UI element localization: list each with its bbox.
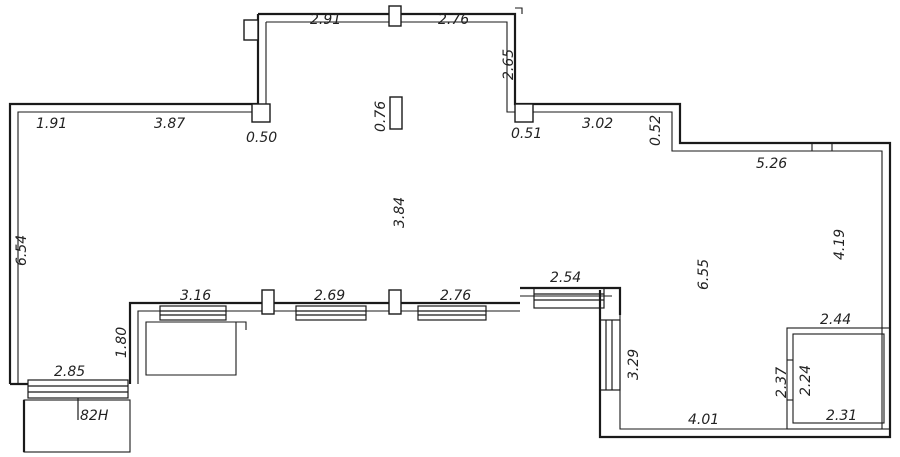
dimension-labels: 2.91 2.76 2.65 0.76 1.91 3.87 0.50 0.51 … xyxy=(14,12,857,428)
dim-closet-width-top: 2.44 xyxy=(820,312,851,328)
column-window-a xyxy=(261,289,275,315)
dim-top-left: 2.91 xyxy=(310,12,341,28)
dim-window-a: 3.16 xyxy=(180,288,211,304)
dim-top-right: 2.76 xyxy=(438,12,469,28)
dim-pillar-right: 0.51 xyxy=(511,126,542,142)
dim-window-b: 2.69 xyxy=(314,288,345,304)
dim-right-room-height: 6.55 xyxy=(696,259,712,290)
dim-bottom-wall: 4.01 xyxy=(688,412,719,428)
dim-window-vertical: 3.29 xyxy=(626,349,642,380)
dim-center-small: 0.76 xyxy=(373,101,389,132)
dim-closet-width-bottom: 2.31 xyxy=(826,408,857,424)
dim-closet-height-b: 2.24 xyxy=(798,365,814,396)
inner-niche xyxy=(145,321,247,376)
column-top-center xyxy=(388,5,402,27)
dim-left-top-b: 3.87 xyxy=(154,116,185,132)
dim-left-height: 6.54 xyxy=(14,235,30,266)
closet xyxy=(786,327,891,430)
dim-window-d: 2.54 xyxy=(550,270,581,286)
dim-closet-height-a: 2.37 xyxy=(774,367,790,398)
column-window-b xyxy=(388,289,402,315)
dim-pillar-left: 0.50 xyxy=(246,130,277,146)
dim-top-right-vertical: 2.65 xyxy=(501,49,517,80)
dim-main-height: 3.84 xyxy=(392,197,408,228)
outer-walls xyxy=(8,7,892,453)
windows xyxy=(27,287,621,420)
dim-right-wall: 5.26 xyxy=(756,156,787,172)
column-center xyxy=(389,96,403,130)
column-pillar-right xyxy=(514,103,534,123)
dim-right-height: 4.19 xyxy=(832,229,848,260)
column-pillar-left xyxy=(251,103,271,123)
dim-entry-height: 1.80 xyxy=(114,327,130,358)
dim-right-step-vertical: 0.52 xyxy=(648,115,664,146)
column-top-left xyxy=(243,19,259,41)
dim-entry-width: 2.85 xyxy=(54,364,85,380)
columns xyxy=(243,5,534,315)
dim-left-top-a: 1.91 xyxy=(36,116,67,132)
dim-right-step: 3.02 xyxy=(582,116,613,132)
dim-window-c: 2.76 xyxy=(440,288,471,304)
dim-entry-label: 82H xyxy=(80,408,109,424)
